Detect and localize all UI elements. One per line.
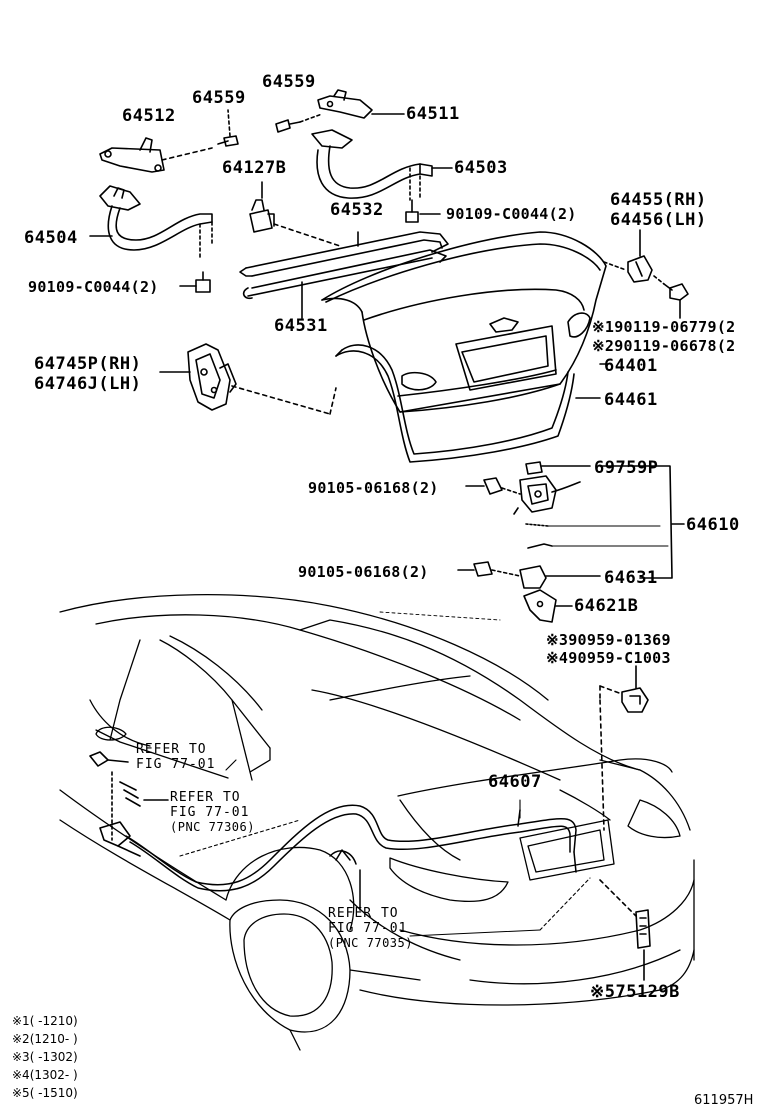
footnote-2: ※2(1210- )	[12, 1032, 78, 1046]
label-69759p: 69759P	[594, 458, 659, 478]
ref-label-3: REFER TO FIG 77-01 (PNC 77035)	[328, 906, 413, 951]
emblem-75129b	[599, 879, 651, 981]
label-64512: 64512	[122, 106, 176, 126]
label-64531: 64531	[274, 316, 328, 336]
label-64455: 64455(RH)	[610, 190, 707, 210]
footnote-5: ※5( -1510)	[12, 1086, 78, 1100]
hinge-arm-64503	[311, 129, 453, 201]
hinge-bracket-64511	[317, 89, 405, 119]
screw-90105-upper	[465, 477, 521, 495]
label-64461: 64461	[604, 390, 658, 410]
label-64559-left: 64559	[192, 88, 246, 108]
screw-90105-lower	[457, 561, 521, 577]
hinge-arm-64504	[89, 185, 213, 261]
weatherstrip-64461	[335, 344, 601, 463]
label-64127b: 64127B	[222, 158, 287, 178]
label-note2-part: ※290119-06678(2	[592, 337, 736, 355]
label-note4-part: ※490959-C1003	[546, 649, 671, 667]
label-bolt-90109-upper: 90109-C0044(2)	[446, 205, 577, 223]
trunk-lid-64401	[321, 231, 609, 413]
footnote-3: ※3( -1302)	[12, 1050, 78, 1064]
ref-3-line-2: FIG 77-01	[328, 921, 408, 936]
figure-id: 611957H	[694, 1093, 754, 1108]
lock-assembly-64610	[513, 461, 685, 589]
label-64745p: 64745P(RH)	[34, 354, 142, 374]
label-screw-90105-lower: 90105-06168(2)	[298, 563, 429, 581]
footnotes: ※1( -1210) ※2(1210- ) ※3( -1302) ※4(1302…	[12, 1012, 78, 1102]
label-64607: 64607	[488, 772, 542, 792]
opener-90959	[599, 665, 649, 831]
label-64504: 64504	[24, 228, 78, 248]
release-cable-64607	[125, 804, 577, 911]
label-64746j: 64746J(LH)	[34, 374, 142, 394]
label-note3-part: ※390959-01369	[546, 631, 671, 649]
label-64532: 64532	[330, 200, 384, 220]
ref-label-2: REFER TO FIG 77-01 (PNC 77306)	[170, 790, 255, 835]
screw-90119	[653, 275, 689, 319]
ref-2-line-3: (PNC 77306)	[170, 820, 255, 834]
clip-64127b	[249, 181, 341, 247]
bolt-90109-lower	[179, 271, 211, 293]
bolt-90109-upper	[405, 199, 441, 223]
ref-2-line-1: REFER TO	[170, 790, 241, 805]
hinge-bracket-64512	[99, 137, 213, 173]
fuel-opener-parts	[89, 751, 169, 857]
label-note5-part: ※575129B	[590, 982, 680, 1002]
bolt-64559-left	[217, 109, 239, 147]
label-64456: 64456(LH)	[610, 210, 707, 230]
ref-1-line-2: FIG 77-01	[136, 757, 216, 772]
label-64631: 64631	[604, 568, 658, 588]
ref-3-line-3: (PNC 77035)	[328, 936, 413, 950]
ref-label-1: REFER TO FIG 77-01	[136, 742, 215, 772]
bracket-64745p-64746j	[159, 343, 337, 415]
footnote-4: ※4(1302- )	[12, 1068, 78, 1082]
label-64511: 64511	[406, 104, 460, 124]
bracket-64621b	[523, 589, 573, 623]
label-note1-part: ※190119-06779(2	[592, 318, 736, 336]
ref-3-line-1: REFER TO	[328, 906, 399, 921]
label-screw-90105-upper: 90105-06168(2)	[308, 479, 439, 497]
footnote-1: ※1( -1210)	[12, 1014, 78, 1028]
label-64503: 64503	[454, 158, 508, 178]
label-bolt-90109-lower: 90109-C0044(2)	[28, 278, 159, 296]
label-64559-right: 64559	[262, 72, 316, 92]
label-64610: 64610	[686, 515, 740, 535]
bumper-stop-64455-64456	[603, 229, 653, 283]
label-64621b: 64621B	[574, 596, 639, 616]
ref-1-line-1: REFER TO	[136, 742, 207, 757]
ref-2-line-2: FIG 77-01	[170, 805, 250, 820]
leader-lines	[179, 611, 591, 937]
label-64401: 64401	[604, 356, 658, 376]
bolt-64559-right	[275, 113, 323, 133]
